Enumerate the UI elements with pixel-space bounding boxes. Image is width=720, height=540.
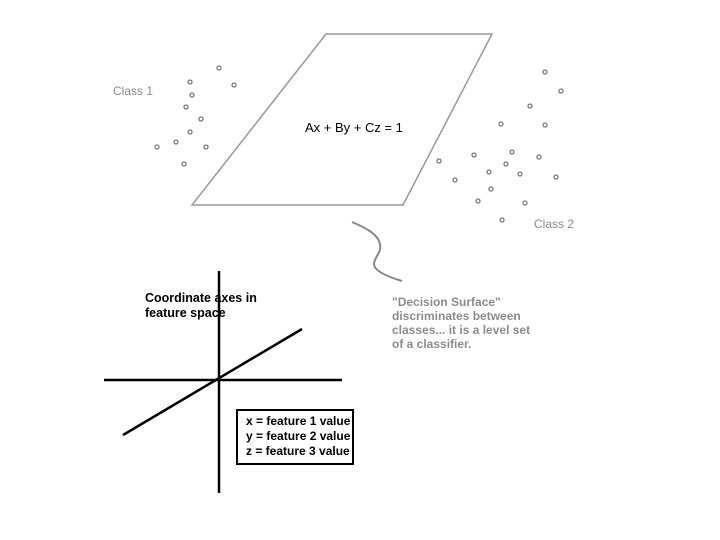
class1-point (189, 92, 195, 98)
class2-point (536, 154, 542, 160)
squiggle-pointer (351, 221, 403, 282)
plane-equation: Ax + By + Cz = 1 (305, 120, 403, 135)
class2-label: Class 2 (534, 217, 575, 231)
class1-points (154, 65, 237, 167)
axes-caption-line: Coordinate axes in (145, 291, 257, 305)
decision-plane (190, 33, 494, 206)
legend-line-x: x = feature 1 value (246, 414, 351, 428)
class2-point (452, 177, 458, 183)
class2-point (503, 161, 509, 167)
legend-line-y: y = feature 2 value (246, 429, 351, 443)
class1-point (154, 144, 160, 150)
class2-point (558, 88, 564, 94)
class1-point (183, 104, 189, 110)
class2-point (475, 198, 481, 204)
class1-point (203, 144, 209, 150)
class2-point (509, 149, 515, 155)
class1-point (181, 161, 187, 167)
class2-point (527, 103, 533, 109)
y-axis (122, 327, 303, 437)
class2-point (436, 158, 442, 164)
class2-point (522, 200, 528, 206)
class1-point (231, 82, 237, 88)
legend-line-z: z = feature 3 value (246, 444, 350, 458)
class2-point (486, 169, 492, 175)
feature-legend-box: x = feature 1 value y = feature 2 value … (236, 409, 354, 465)
class1-point (198, 116, 204, 122)
description-line: of a classifier. (392, 337, 472, 351)
class2-point (499, 217, 505, 223)
class2-point (542, 69, 548, 75)
class1-point (173, 139, 179, 145)
decision-surface-description: "Decision Surface" discriminates between… (392, 295, 530, 351)
class2-points (436, 69, 564, 223)
class1-point (187, 79, 193, 85)
class2-point (517, 171, 523, 177)
class1-point (216, 65, 222, 71)
axes-caption-line: feature space (145, 306, 226, 320)
class2-point (471, 152, 477, 158)
class2-point (488, 186, 494, 192)
axes-caption: Coordinate axes in feature space (145, 291, 257, 321)
description-line: "Decision Surface" (392, 295, 501, 309)
class1-label: Class 1 (113, 84, 154, 98)
class1-point (187, 129, 193, 135)
description-line: discriminates between (392, 309, 521, 323)
class2-point (542, 122, 548, 128)
description-line: classes... it is a level set (392, 323, 531, 337)
class2-point (498, 121, 504, 127)
class2-point (553, 174, 559, 180)
